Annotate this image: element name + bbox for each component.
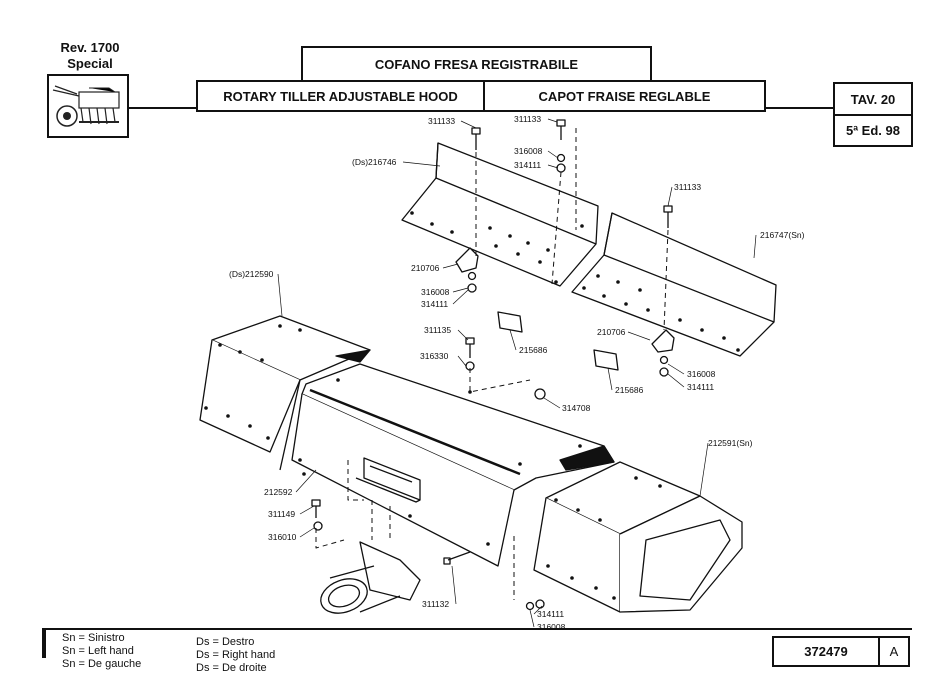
footer-rule (42, 628, 912, 630)
label-316008-d: 316008 (537, 622, 566, 632)
gearbox-spigot (320, 541, 421, 614)
left-hood-plate (401, 142, 599, 287)
model-name: Special (67, 56, 113, 71)
title-english: ROTARY TILLER ADJUSTABLE HOOD (196, 80, 485, 112)
label-311133-c: 311133 (674, 182, 701, 192)
label-314111-d: 314111 (537, 609, 564, 619)
edition-label: 5ª Ed. 98 (833, 114, 913, 147)
label-311133-b: 311133 (514, 114, 541, 124)
main-hood-body (291, 363, 615, 567)
rubber-block-2 (593, 349, 619, 371)
label-215686-b: 215686 (615, 385, 644, 395)
label-316330: 316330 (420, 351, 449, 361)
legend-sn-en: Sn = Left hand (62, 645, 134, 657)
right-end-cap (533, 461, 743, 613)
revision-number: Rev. 1700 (60, 40, 120, 55)
label-314111-b: 314111 (421, 299, 448, 309)
legend-ds-fr: Ds = De droite (196, 662, 267, 674)
label-311133-a: 311133 (428, 116, 455, 126)
label-212591: 212591(Sn) (708, 438, 753, 448)
label-311135: 311135 (424, 325, 451, 335)
label-311132: 311132 (422, 599, 449, 609)
label-316008-b: 316008 (421, 287, 450, 297)
bracket-left (455, 247, 479, 273)
legend-ds-it: Ds = Destro (196, 636, 255, 648)
legend-ds: Ds = Destro Ds = Right hand Ds = De droi… (196, 636, 275, 675)
drawing-code: 372479 (772, 636, 880, 667)
rubber-block-1 (497, 311, 523, 333)
label-316010: 316010 (268, 532, 297, 542)
legend-bar (42, 628, 46, 658)
legend-sn: Sn = Sinistro Sn = Left hand Sn = De gau… (62, 632, 141, 671)
legend-sn-it: Sn = Sinistro (62, 632, 125, 644)
title-french: CAPOT FRAISE REGLABLE (483, 80, 766, 112)
label-216747: 216747(Sn) (760, 230, 805, 240)
label-314111-a: 314111 (514, 160, 541, 170)
label-212592: 212592 (264, 487, 293, 497)
label-210706-b: 210706 (597, 327, 626, 337)
machine-thumbnail (47, 74, 129, 138)
label-212590: (Ds)212590 (229, 269, 274, 279)
legend-ds-en: Ds = Right hand (196, 649, 276, 661)
revision-letter: A (878, 636, 910, 667)
right-hood-plate (571, 212, 777, 357)
left-end-cap (199, 315, 371, 471)
label-210706-a: 210706 (411, 263, 440, 273)
bracket-right (651, 329, 675, 353)
label-316008-c: 316008 (687, 369, 716, 379)
label-216746: (Ds)216746 (352, 157, 397, 167)
label-215686-a: 215686 (519, 345, 548, 355)
revision-label: Rev. 1700 Special (40, 40, 140, 72)
label-314708: 314708 (562, 403, 591, 413)
legend-sn-fr: Sn = De gauche (62, 658, 142, 670)
label-311149: 311149 (268, 509, 295, 519)
label-314111-c: 314111 (687, 382, 714, 392)
label-316008-a: 316008 (514, 146, 543, 156)
